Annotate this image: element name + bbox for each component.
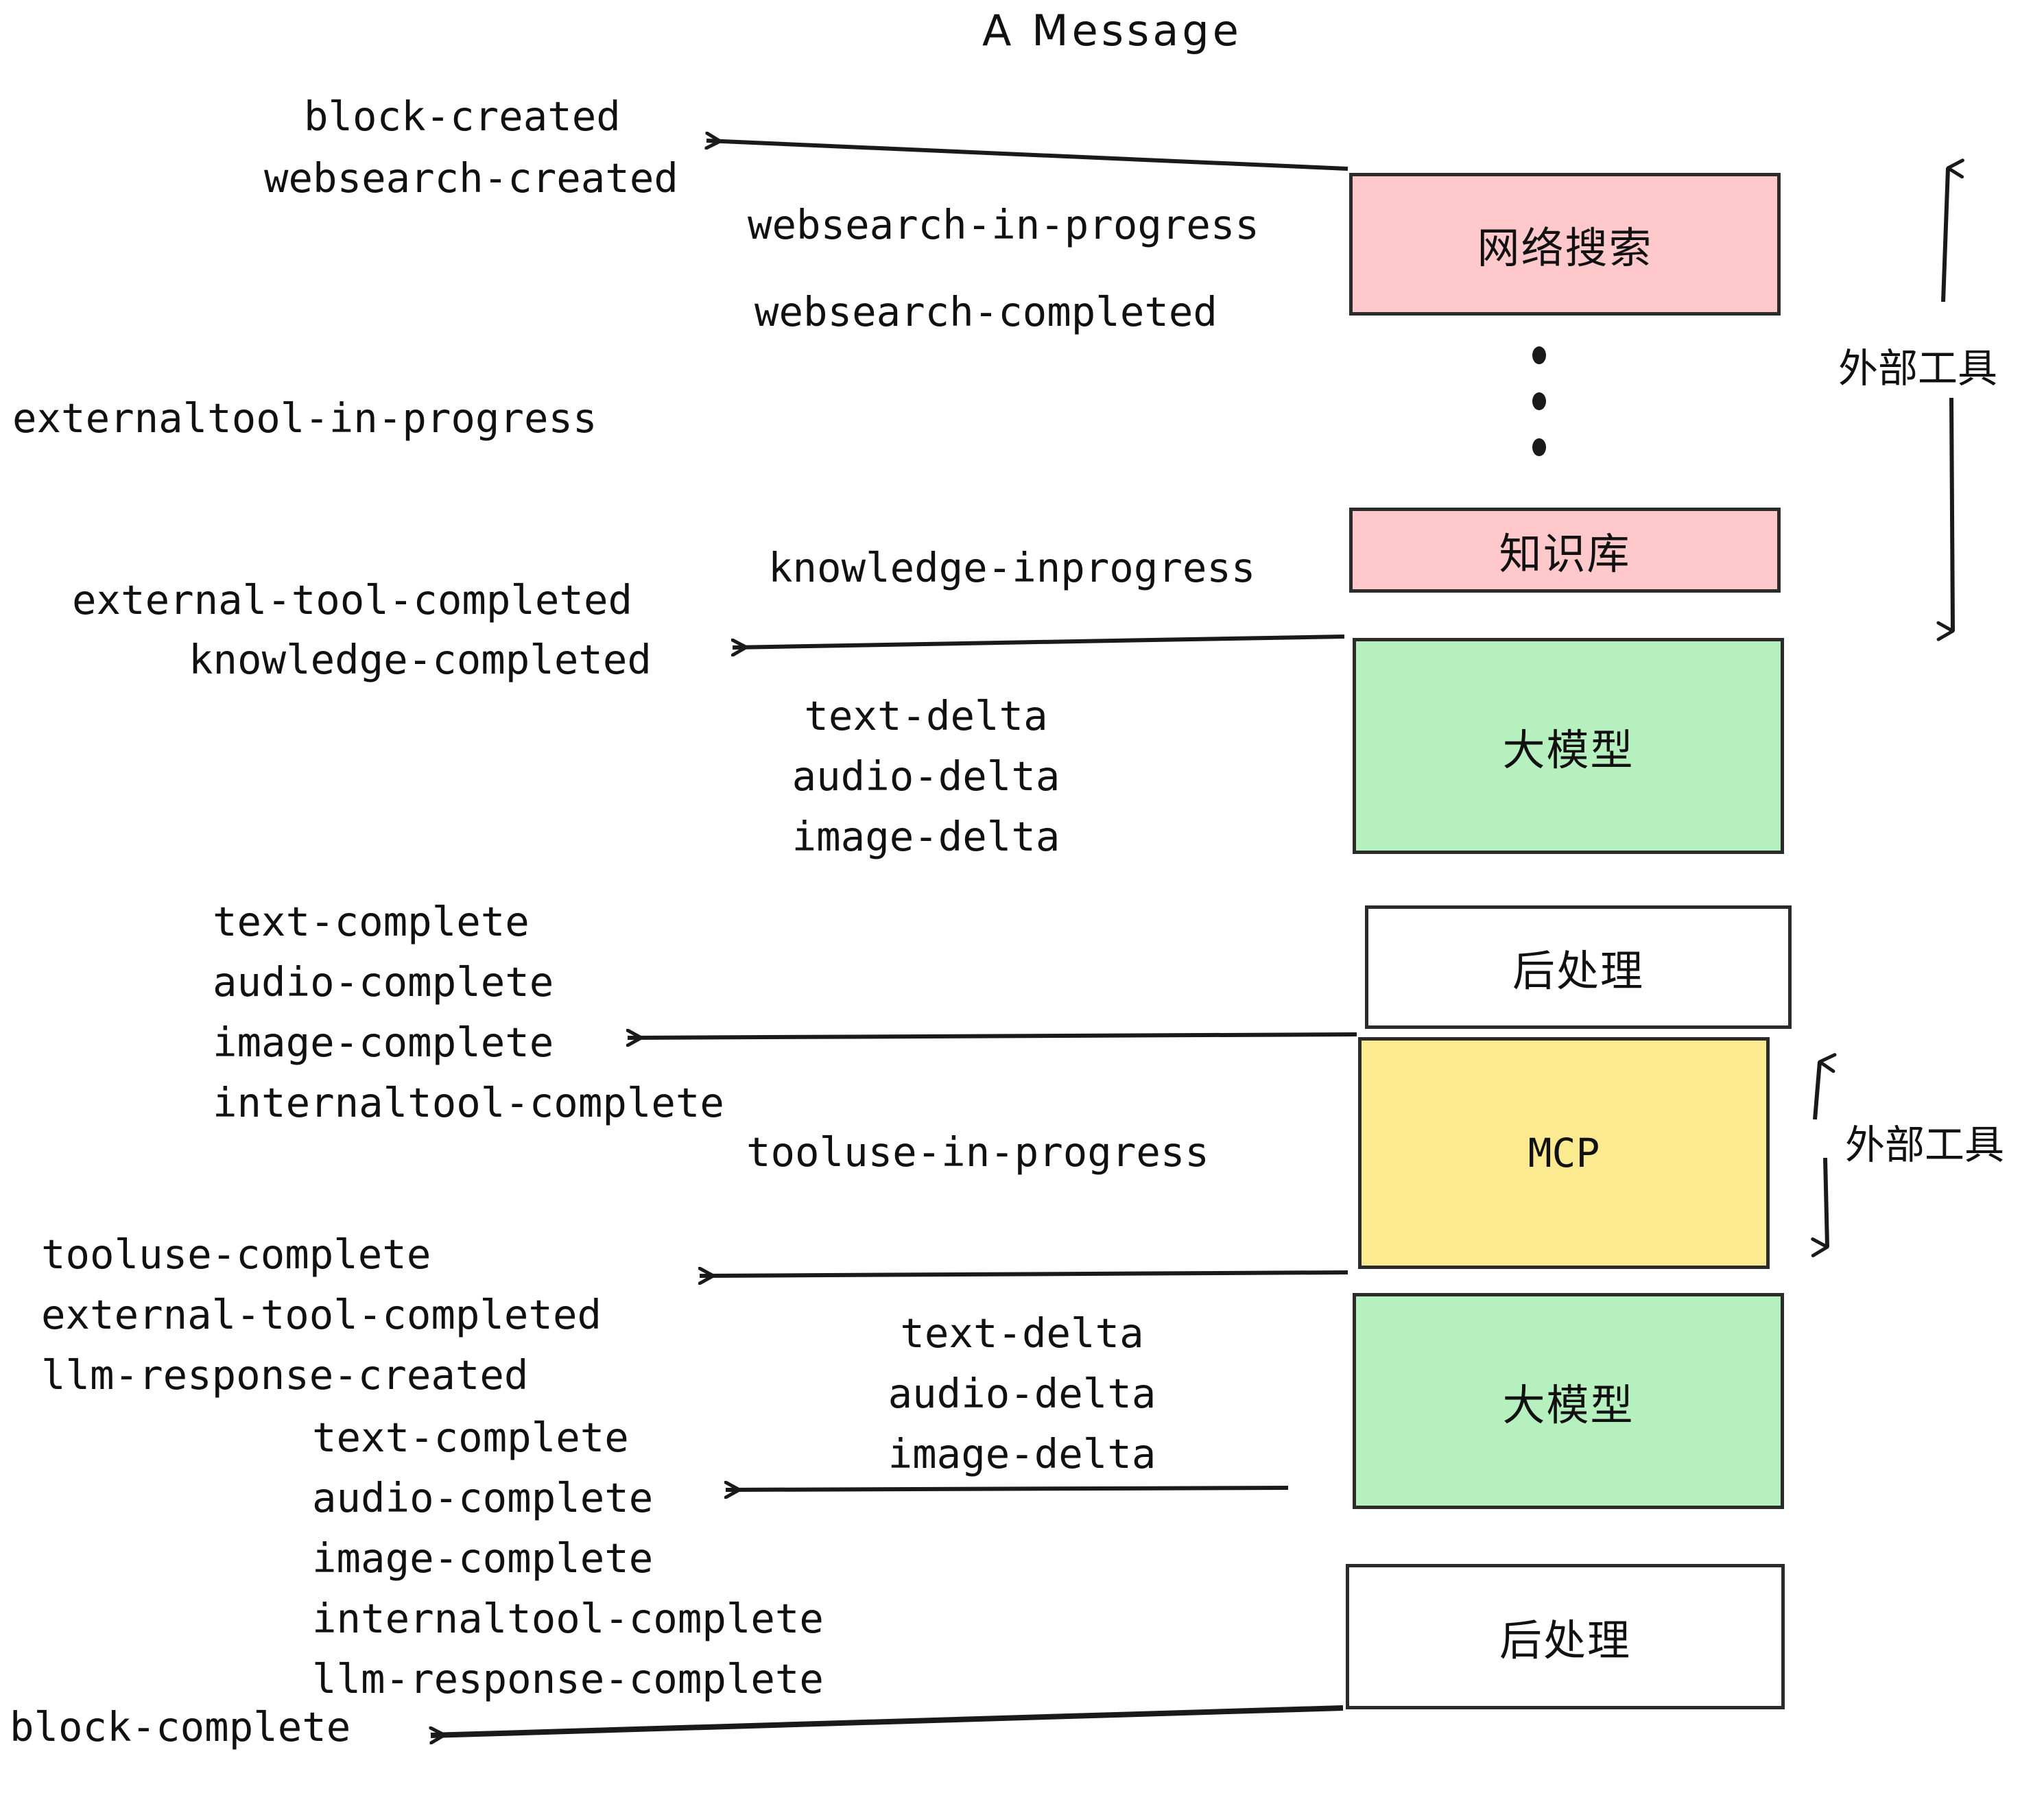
event-block-created: block-created xyxy=(304,93,621,140)
event-group-tooluse-block: tooluse-complete external-tool-completed… xyxy=(41,1224,602,1405)
node-mcp-label: MCP xyxy=(1528,1130,1600,1176)
event-internaltool-complete-top: internaltool-complete xyxy=(213,1079,724,1126)
event-group-llm-deltas-bottom: text-delta audio-delta image-delta xyxy=(809,1303,1235,1484)
event-tooluse-in-progress: tooluse-in-progress xyxy=(746,1128,1209,1176)
event-audio-complete-bottom: audio-complete xyxy=(312,1474,654,1521)
event-image-delta-bottom: image-delta xyxy=(888,1430,1156,1477)
event-audio-delta-top: audio-delta xyxy=(792,752,1060,800)
node-llm-top-label: 大模型 xyxy=(1502,724,1635,775)
event-text-delta-bottom: text-delta xyxy=(900,1309,1144,1357)
event-text-delta-top: text-delta xyxy=(804,692,1048,739)
side-label-external-tool-top: 外部工具 xyxy=(1838,345,1998,392)
node-postprocess-bottom-label: 后处理 xyxy=(1499,1615,1631,1665)
diagram-title: A Message xyxy=(982,5,1242,56)
event-text-complete-top: text-complete xyxy=(213,898,530,945)
event-websearch-created: websearch-created xyxy=(264,154,678,202)
event-external-tool-completed-1: external-tool-completed xyxy=(72,576,632,624)
event-websearch-completed: websearch-completed xyxy=(754,288,1217,335)
event-internaltool-complete-bottom: internaltool-complete xyxy=(312,1595,824,1642)
event-tooluse-complete: tooluse-complete xyxy=(41,1231,431,1278)
arrow-mcp-to-tooluse-complete xyxy=(700,1272,1348,1276)
event-image-delta-top: image-delta xyxy=(792,813,1060,860)
event-externaltool-in-progress: externaltool-in-progress xyxy=(12,394,597,442)
event-group-llm-deltas-top: text-delta audio-delta image-delta xyxy=(686,686,1166,867)
event-text-complete-bottom: text-complete xyxy=(312,1414,629,1461)
ellipsis-dots xyxy=(1531,346,1547,456)
event-knowledge-completed: knowledge-completed xyxy=(189,636,652,683)
node-llm-bottom-label: 大模型 xyxy=(1502,1379,1635,1430)
arrow-external-tool-top-up xyxy=(1941,158,1964,302)
event-image-complete-bottom: image-complete xyxy=(312,1534,654,1582)
event-knowledge-inprogress: knowledge-inprogress xyxy=(768,544,1256,591)
node-websearch-label: 网络搜索 xyxy=(1477,223,1653,273)
node-knowledge-label: 知识库 xyxy=(1499,529,1631,579)
arrow-external-tool-bottom-down xyxy=(1811,1157,1829,1257)
event-websearch-in-progress: websearch-in-progress xyxy=(748,201,1259,248)
arrow-external-tool-bottom-up xyxy=(1813,1053,1837,1120)
side-label-external-tool-bottom: 外部工具 xyxy=(1845,1121,2005,1168)
node-postprocess-bottom[interactable]: 后处理 xyxy=(1346,1564,1785,1709)
event-external-tool-completed-2: external-tool-completed xyxy=(41,1291,602,1338)
node-llm-top[interactable]: 大模型 xyxy=(1353,638,1784,854)
node-knowledge[interactable]: 知识库 xyxy=(1349,508,1781,593)
event-llm-response-complete: llm-response-complete xyxy=(312,1655,824,1702)
event-group-post-completes-bottom: text-complete audio-complete image-compl… xyxy=(312,1408,824,1709)
event-audio-delta-bottom: audio-delta xyxy=(888,1370,1156,1417)
node-mcp[interactable]: MCP xyxy=(1358,1037,1770,1269)
arrow-postprocess-to-block-complete xyxy=(431,1705,1344,1735)
arrow-knowledge-to-completed xyxy=(733,634,1345,648)
arrow-websearch-to-block-created xyxy=(706,141,1348,171)
node-postprocess-top[interactable]: 后处理 xyxy=(1365,905,1792,1029)
arrow-postprocess-to-image-complete xyxy=(628,1034,1357,1038)
arrow-external-tool-top-down xyxy=(1936,397,1955,641)
event-llm-response-created: llm-response-created xyxy=(41,1351,529,1399)
event-image-complete-top: image-complete xyxy=(213,1019,554,1066)
node-llm-bottom[interactable]: 大模型 xyxy=(1353,1293,1784,1509)
event-audio-complete-top: audio-complete xyxy=(213,958,554,1006)
node-postprocess-top-label: 后处理 xyxy=(1512,946,1644,996)
event-block-complete: block-complete xyxy=(10,1703,351,1750)
node-websearch[interactable]: 网络搜索 xyxy=(1349,173,1781,316)
event-group-post-completes-top: text-complete audio-complete image-compl… xyxy=(213,892,724,1133)
